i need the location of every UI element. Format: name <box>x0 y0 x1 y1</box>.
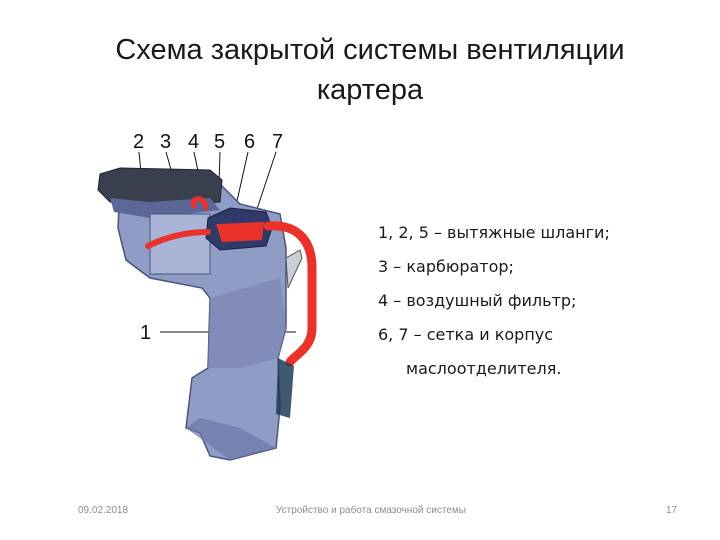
hose-small <box>190 196 209 211</box>
callout-5: 5 <box>214 131 226 153</box>
hose-main <box>263 221 317 367</box>
dipstick <box>285 249 303 289</box>
callout-1: 1 <box>140 322 152 344</box>
footer-page-number: 17 <box>666 505 678 516</box>
legend-list: 1, 2, 5 – вытяжные шланги; 3 – карбюрато… <box>378 220 698 382</box>
callout-3: 3 <box>160 131 172 153</box>
footer-subject: Устройство и работа смазочной системы <box>276 505 466 516</box>
separator-mesh <box>216 222 264 242</box>
slide-title: Схема закрытой системы вентиляции картер… <box>70 30 670 110</box>
air-filter <box>97 167 223 207</box>
slide-title-line1: Схема закрытой системы вентиляции <box>115 34 625 66</box>
callout-2: 2 <box>133 131 145 153</box>
crankcase-ventilation-diagram <box>97 151 317 461</box>
callout-4: 4 <box>188 131 200 153</box>
footer-date: 09.02.2018 <box>78 505 129 516</box>
hose-air-filter <box>145 229 211 249</box>
legend-item-hoses: 1, 2, 5 – вытяжные шланги; <box>378 223 610 242</box>
engine-side-shade <box>208 278 286 368</box>
legend-item-separator-cont: маслоотделителя. <box>406 359 562 378</box>
callout-6: 6 <box>244 131 256 153</box>
legend-item-air-filter: 4 – воздушный фильтр; <box>378 291 577 310</box>
callout-7: 7 <box>272 131 284 153</box>
legend-item-separator: 6, 7 – сетка и корпус <box>378 325 554 344</box>
engine-bottom-shade <box>186 418 276 460</box>
legend-item-carburetor: 3 – карбюратор; <box>378 257 514 276</box>
oil-pan-detail <box>276 358 294 418</box>
slide-title-line2: картера <box>316 74 424 106</box>
